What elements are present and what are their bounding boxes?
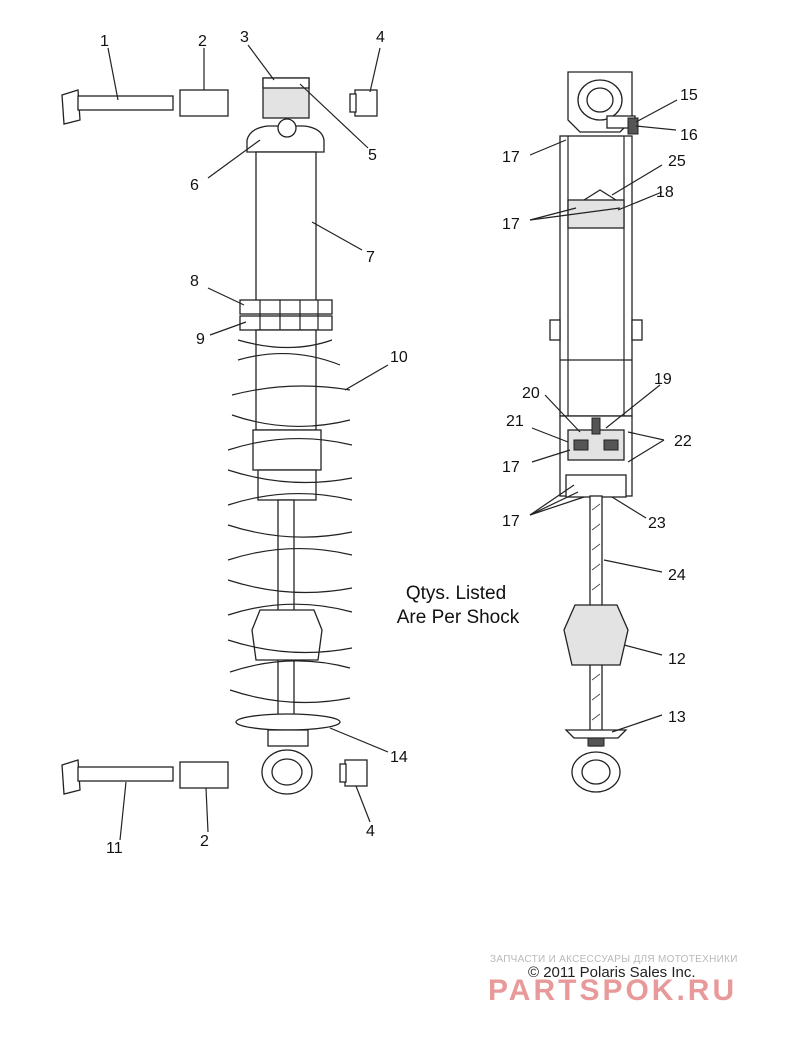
callout-20: 20 bbox=[522, 385, 540, 402]
callout-16: 16 bbox=[680, 127, 698, 144]
callout-1: 1 bbox=[100, 33, 109, 50]
shock-assembly-left bbox=[227, 77, 353, 795]
callout-4-top: 4 bbox=[376, 29, 385, 46]
callout-2-top: 2 bbox=[198, 33, 207, 50]
nut-4-bottom-drawing bbox=[339, 759, 368, 787]
callout-12: 12 bbox=[668, 651, 686, 668]
callout-15: 15 bbox=[680, 87, 698, 104]
callout-7: 7 bbox=[366, 249, 375, 266]
nut-4-top-drawing bbox=[349, 89, 378, 117]
callout-5: 5 bbox=[368, 147, 377, 164]
callout-2-bottom: 2 bbox=[200, 833, 209, 850]
callout-3: 3 bbox=[240, 29, 249, 46]
callout-6: 6 bbox=[190, 177, 199, 194]
note-line-2: Are Per Shock bbox=[397, 607, 520, 628]
callout-4-bottom: 4 bbox=[366, 823, 375, 840]
copyright-text: © 2011 Polaris Sales Inc. bbox=[528, 964, 696, 981]
callout-17-ifp: 17 bbox=[502, 216, 520, 233]
callout-24: 24 bbox=[668, 567, 686, 584]
callout-17-top: 17 bbox=[502, 149, 520, 166]
callout-19: 19 bbox=[654, 371, 672, 388]
callout-17-piston: 17 bbox=[502, 459, 520, 476]
note-line-1: Qtys. Listed bbox=[406, 583, 506, 604]
callout-17-seal: 17 bbox=[502, 513, 520, 530]
callout-14: 14 bbox=[390, 749, 408, 766]
callout-labels: 1 2 3 4 5 6 7 8 9 10 11 2 4 14 15 16 17 … bbox=[100, 29, 698, 857]
callout-11: 11 bbox=[106, 840, 123, 857]
callout-8: 8 bbox=[190, 273, 199, 290]
leader-lines bbox=[107, 44, 678, 841]
watermark-caption: ЗАПЧАСТИ И АКСЕССУАРЫ ДЛЯ МОТОТЕХНИКИ bbox=[490, 954, 738, 965]
spacer-2-bottom-drawing bbox=[179, 761, 229, 789]
shock-section-right bbox=[549, 71, 643, 793]
callout-22: 22 bbox=[674, 433, 692, 450]
callout-23: 23 bbox=[648, 515, 666, 532]
bolt-11-drawing bbox=[61, 759, 174, 795]
bolt-1-drawing bbox=[61, 89, 174, 125]
callout-9: 9 bbox=[196, 331, 205, 348]
callout-21: 21 bbox=[506, 413, 524, 430]
watermark-logo: PARTSPOK.RU bbox=[488, 974, 737, 1007]
callout-10: 10 bbox=[390, 349, 408, 366]
callout-25: 25 bbox=[668, 153, 686, 170]
callout-18: 18 bbox=[656, 184, 674, 201]
spacer-2-top-drawing bbox=[179, 89, 229, 117]
callout-13: 13 bbox=[668, 709, 686, 726]
